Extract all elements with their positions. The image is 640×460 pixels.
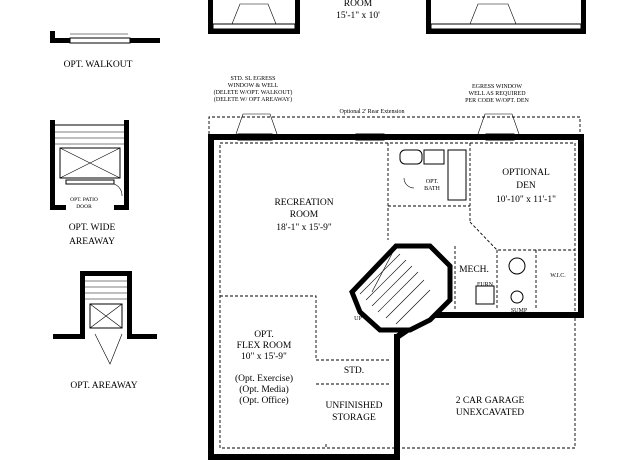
top-room-dims: 15'-1" x 10' <box>336 11 380 21</box>
recreation-name1: RECREATION <box>274 198 333 208</box>
patio-door-line1: OPT. PATIO <box>70 197 98 203</box>
flex-opt2: (Opt. Media) <box>239 384 289 395</box>
egress-left-line4: (DELETE W/ OPT AREAWAY) <box>214 96 292 103</box>
mech-name: MECH. <box>459 265 489 275</box>
flex-dims: 10" x 15'-9" <box>241 352 287 362</box>
egress-left-line2: WINDOW & WELL <box>228 83 279 89</box>
mech-fixtures <box>475 257 526 305</box>
den-dims: 10'-10" x 11'-1" <box>496 195 556 205</box>
wide-areaway-line2: AREAWAY <box>69 237 115 247</box>
basement-outer-walls <box>208 133 584 460</box>
storage-line2: UNFINISHED <box>326 401 383 411</box>
rear-extension-label: Optional 2' Rear Extension <box>340 109 405 115</box>
patio-door-line2: DOOR <box>76 204 92 210</box>
areaway-symbol <box>53 271 157 365</box>
top-room-walls <box>208 0 586 34</box>
top-room-name: ROOM <box>344 0 373 9</box>
recreation-name2: ROOM <box>290 210 319 220</box>
den-name1: OPTIONAL <box>502 168 550 178</box>
interior-partitions <box>219 142 576 449</box>
egress-left-line3: (DELETE W/OPT. WALKOUT) <box>214 89 293 96</box>
stair-up-label: UP <box>354 316 362 322</box>
walkout-symbol <box>50 31 160 44</box>
egress-right-line3: PER CODE W/OPT. DEN <box>465 98 529 104</box>
recreation-dims: 18'-1" x 15'-9" <box>276 223 332 233</box>
egress-left-line1: STD. SL EGRESS <box>231 76 276 82</box>
storage-line3: STORAGE <box>332 413 376 423</box>
mech-furn: FURN <box>477 282 494 288</box>
flex-name1: OPT. <box>254 330 274 340</box>
egress-right-line2: WELL AS REQUIRED <box>468 91 526 97</box>
bath-fixtures <box>399 149 467 201</box>
areaway-label: OPT. AREAWAY <box>70 381 137 391</box>
den-name2: DEN <box>516 181 536 191</box>
stair <box>349 243 453 333</box>
wide-areaway-symbol <box>50 120 129 210</box>
mech-sump: SUMP <box>511 308 528 314</box>
bath-line1: OPT. <box>426 179 439 185</box>
egress-right-line1: EGRESS WINDOW <box>472 84 522 90</box>
flex-opt3: (Opt. Office) <box>239 395 288 406</box>
mech-wic: W.I.C. <box>550 273 566 279</box>
walkout-label: OPT. WALKOUT <box>64 60 133 70</box>
flex-name2: FLEX ROOM <box>237 341 292 351</box>
bath-line2: BATH <box>424 186 440 192</box>
garage-line2: UNEXCAVATED <box>456 408 524 418</box>
storage-line1: STD. <box>344 366 364 376</box>
flex-opt1: (Opt. Exercise) <box>235 373 293 384</box>
wide-areaway-line1: OPT. WIDE <box>69 223 116 233</box>
garage-line1: 2 CAR GARAGE <box>456 396 525 406</box>
rear-extension-band <box>208 113 581 135</box>
